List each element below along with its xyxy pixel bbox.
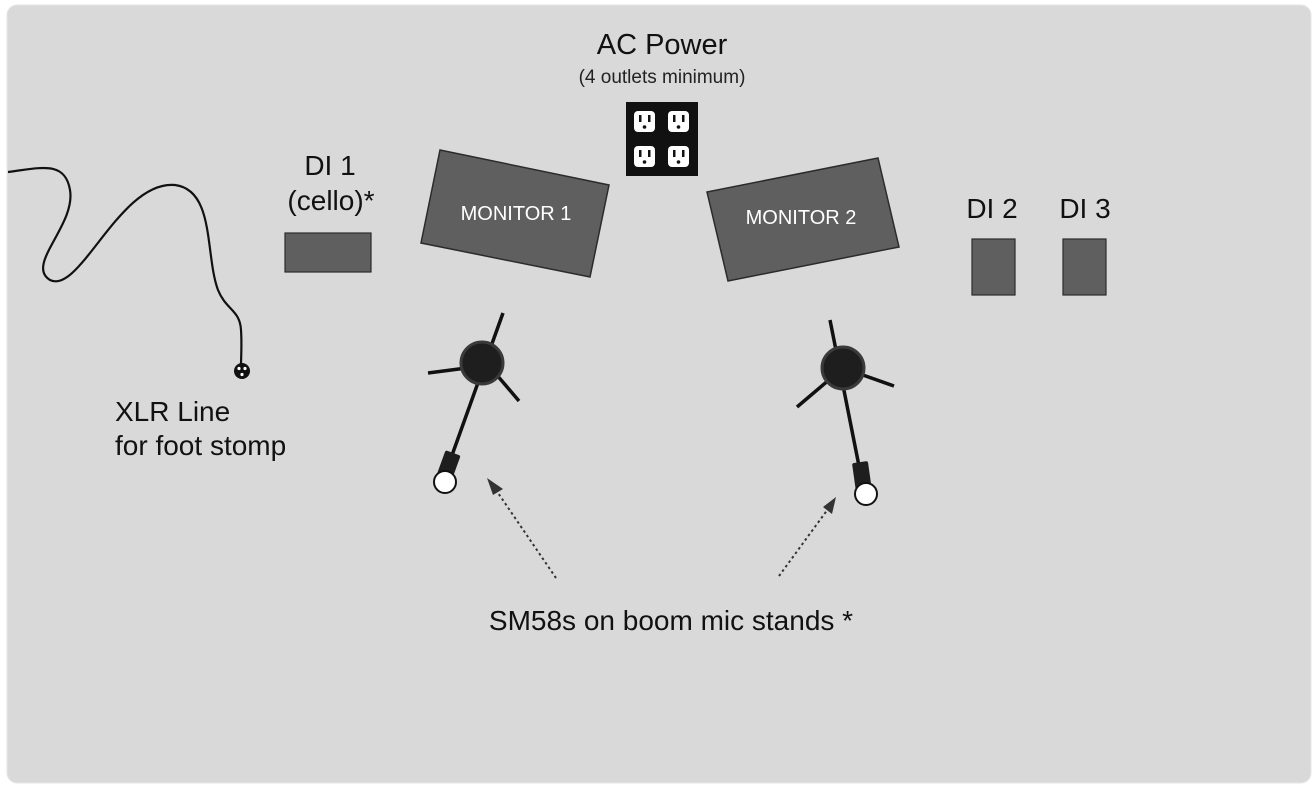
monitor1-wedge bbox=[420, 149, 610, 278]
outlet-icon bbox=[668, 146, 689, 167]
mic-stand-1-icon bbox=[427, 312, 521, 494]
pointer-arrow-1 bbox=[487, 478, 557, 579]
di1-label: DI 1 bbox=[304, 150, 356, 181]
di2-box bbox=[971, 238, 1016, 296]
di1-box bbox=[284, 232, 372, 273]
monitor1-label: MONITOR 1 bbox=[460, 203, 572, 225]
monitor2-label: MONITOR 2 bbox=[745, 207, 857, 229]
outlet-icon bbox=[634, 146, 655, 167]
pointer-arrow-2 bbox=[778, 497, 836, 577]
ac-power-title: AC Power bbox=[596, 29, 728, 61]
xlr-line-label: XLR Line bbox=[115, 396, 231, 427]
di2-label: DI 2 bbox=[966, 193, 1018, 224]
di3-label: DI 3 bbox=[1059, 193, 1111, 224]
xlr-connector-icon bbox=[234, 363, 250, 379]
outlet-icon bbox=[634, 111, 655, 132]
di3-box bbox=[1062, 238, 1107, 296]
ac-power-subtitle: (4 outlets minimum) bbox=[578, 67, 746, 88]
mic-stand-2-icon bbox=[795, 319, 895, 506]
mics-caption: SM58s on boom mic stands * bbox=[488, 605, 854, 636]
monitor2-wedge bbox=[706, 157, 900, 282]
xlr-cable bbox=[7, 166, 243, 366]
di1-note: (cello)* bbox=[287, 185, 375, 216]
xlr-line-sublabel: for foot stomp bbox=[115, 430, 287, 461]
stage-area bbox=[6, 4, 1312, 784]
outlet-panel-icon bbox=[626, 102, 698, 176]
outlet-icon bbox=[668, 111, 689, 132]
